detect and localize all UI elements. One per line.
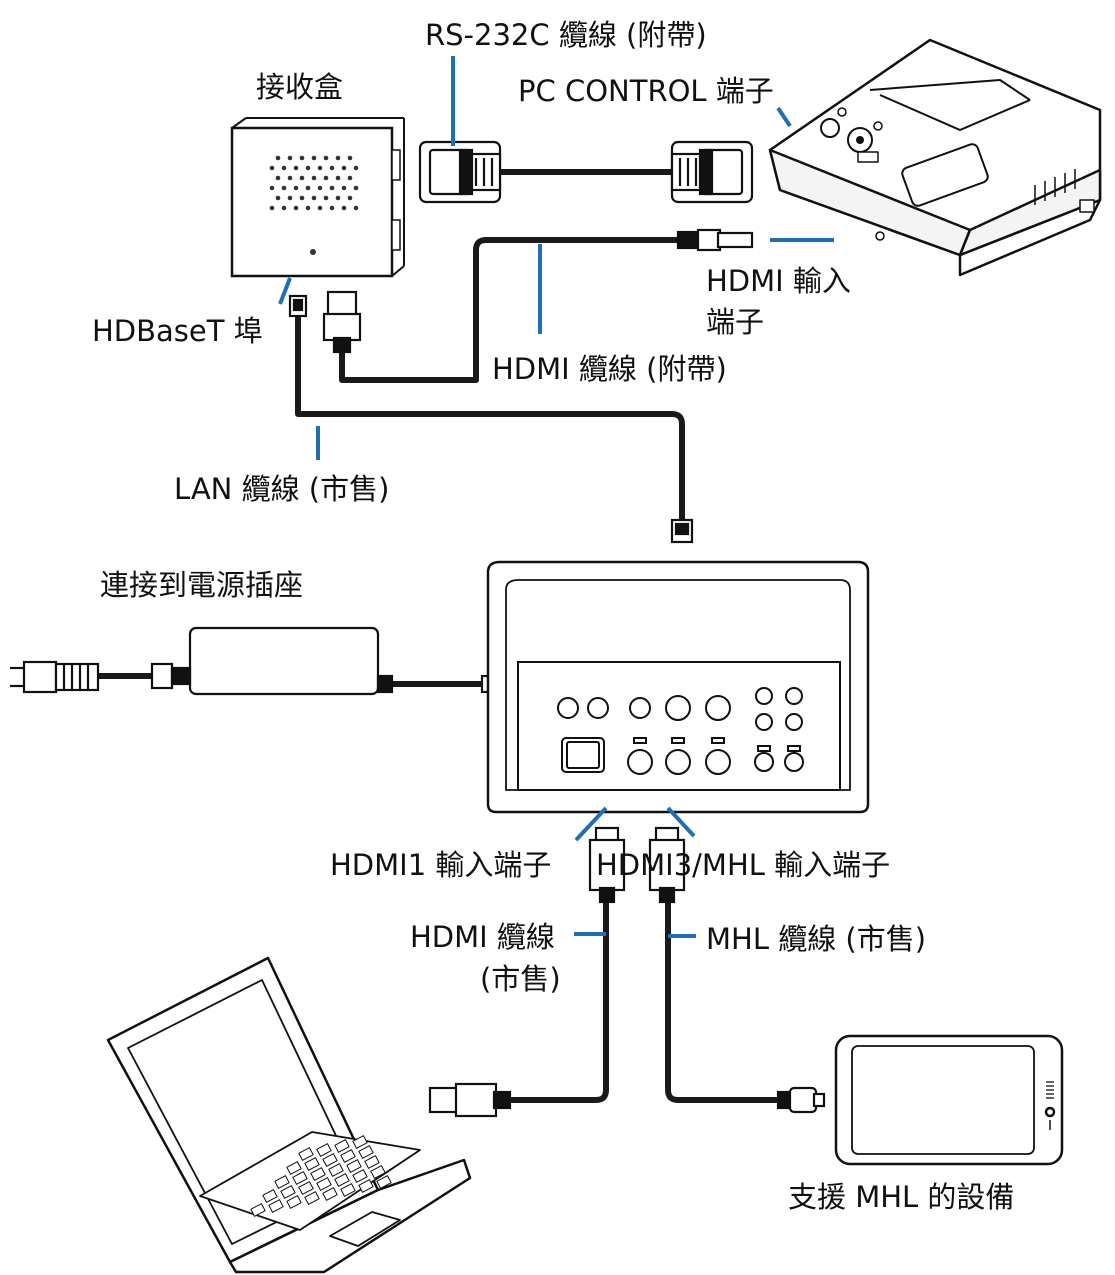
connectors: [10, 140, 826, 1118]
label-power-outlet: 連接到電源插座: [100, 568, 304, 602]
label-hdbaset-port: HDBaseT 埠: [92, 314, 263, 348]
receiver-box: [230, 117, 405, 278]
leader-hdmi1: [574, 806, 608, 842]
label-receiver-box: 接收盒: [256, 70, 344, 104]
label-mhl-cable: MHL 纜線 (市售): [706, 922, 927, 956]
label-hdmi-input-line1: HDMI 輸入: [706, 264, 851, 298]
leader-hdbaset: [278, 277, 292, 305]
switcher: [486, 560, 870, 814]
leader-hdmi3: [666, 806, 696, 838]
lan-cable-path: [295, 315, 685, 523]
label-mhl-device: 支援 MHL 的設備: [788, 1180, 1015, 1214]
label-hdmi3-mhl-input: HDMI3/MHL 輸入端子: [596, 848, 891, 882]
label-hdmi-cable-supplied: HDMI 纜線 (附帶): [492, 352, 727, 386]
label-lan-cable: LAN 纜線 (市售): [174, 472, 390, 506]
laptop: [106, 956, 472, 1274]
label-hdmi-cable-retail-line2: (市售): [480, 962, 561, 996]
leader-lines: [278, 56, 834, 938]
leader-pc-control: [776, 106, 792, 128]
label-hdmi-input-line2: 端子: [706, 305, 765, 339]
projector: [768, 38, 1102, 277]
mhl-tablet: [834, 1034, 1064, 1166]
label-rs232c-cable: RS-232C 纜線 (附帶): [425, 18, 707, 52]
mhl-cable-path: [665, 897, 783, 1103]
vent-grid: [269, 155, 359, 255]
cables: [95, 169, 783, 1103]
hdmi-retail-cable-path: [507, 897, 609, 1103]
label-hdmi-cable-retail-line1: HDMI 纜線: [410, 920, 555, 954]
label-pc-control-port: PC CONTROL 端子: [518, 74, 774, 108]
label-hdmi1-input: HDMI1 輸入端子: [330, 848, 552, 882]
hdmi-supplied-cable-path: [339, 237, 683, 383]
